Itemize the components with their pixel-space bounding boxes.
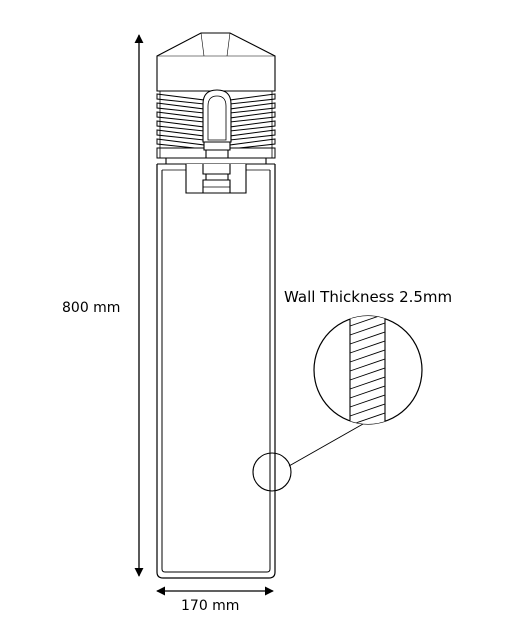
- wall-section-hatching: [350, 314, 385, 425]
- wall-thickness-label: Wall Thickness 2.5mm: [284, 288, 453, 306]
- wall-section-zoom: [314, 310, 422, 430]
- wall-detail-leader-line: [289, 424, 363, 466]
- wall-detail-marker-circle: [253, 453, 291, 491]
- bollard-lamp-holder: [166, 158, 266, 193]
- bollard-roof-cap: [157, 33, 275, 91]
- bollard-lamp: [203, 90, 231, 164]
- height-dimension-label: 800 mm: [62, 300, 121, 316]
- bollard-body: [157, 164, 275, 578]
- width-dimension-label: 170 mm: [181, 598, 240, 614]
